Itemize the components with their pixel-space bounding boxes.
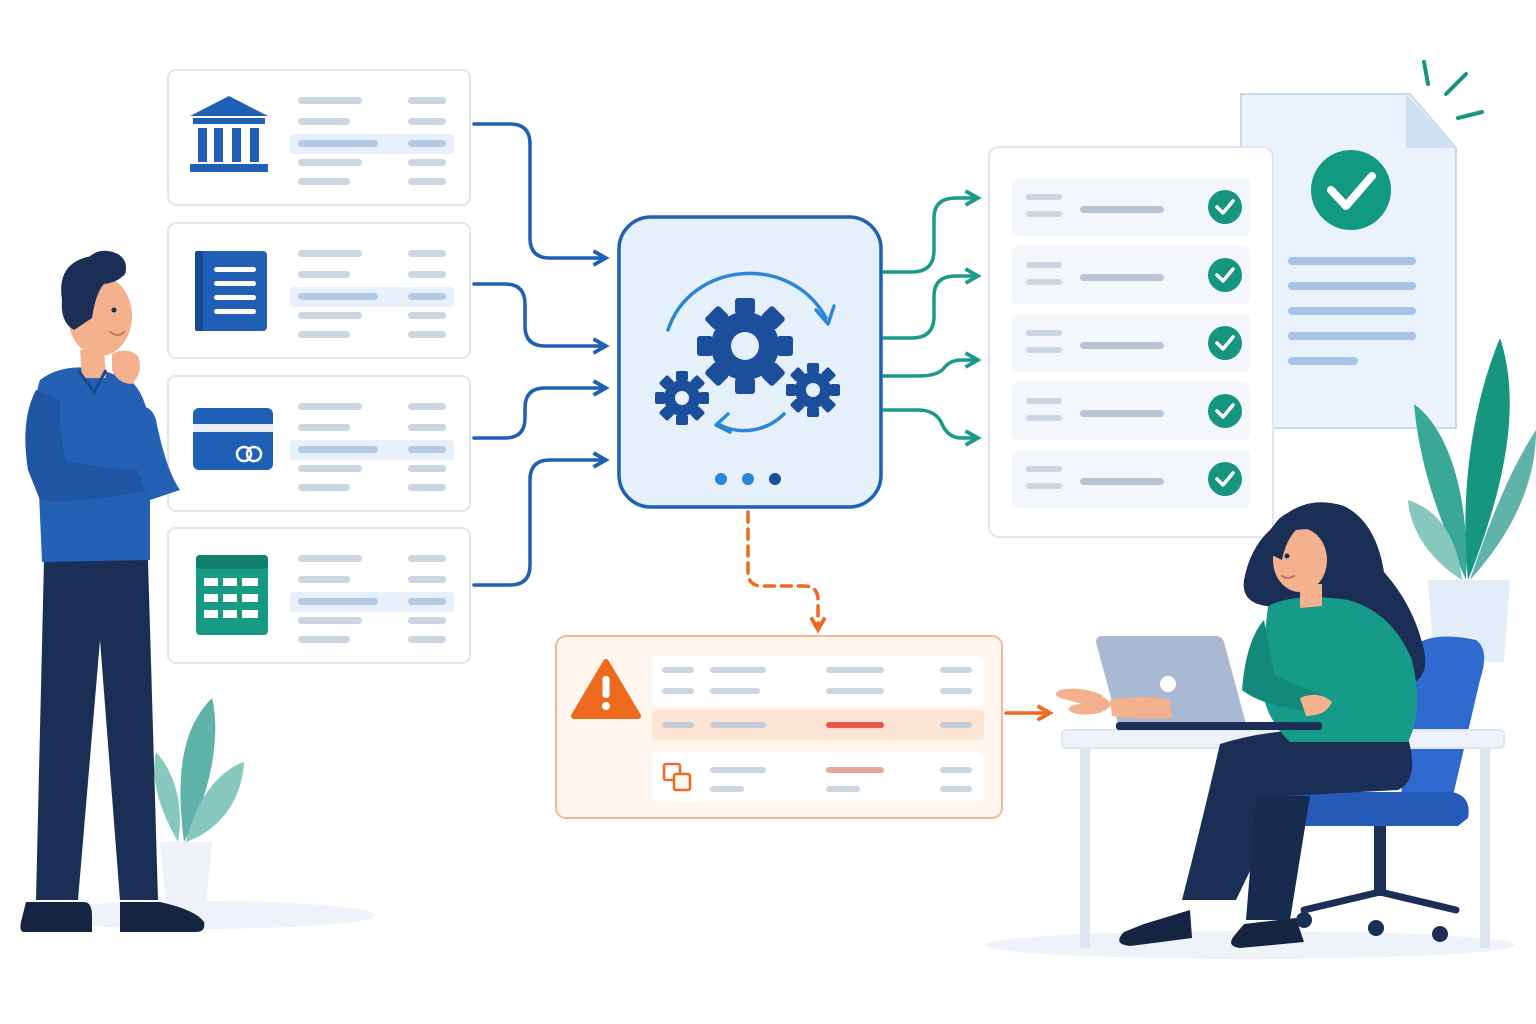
source-panel-credit-card <box>167 375 471 512</box>
exception-row <box>652 656 984 706</box>
sparkle-lines <box>1422 60 1484 120</box>
connector-spreadsheet <box>472 460 604 587</box>
record-lines <box>290 555 454 643</box>
gears-sync-icon <box>655 271 840 434</box>
check-circle-icon <box>1311 150 1391 230</box>
result-row <box>1012 314 1250 372</box>
check-circle-icon <box>1208 258 1242 292</box>
warning-icon <box>571 659 641 719</box>
connector-document <box>472 282 604 346</box>
check-circle-icon <box>1208 190 1242 224</box>
person-analyst <box>20 250 205 932</box>
document-icon <box>195 251 267 331</box>
source-panel-bank <box>167 69 471 206</box>
check-circle-icon <box>1208 326 1242 360</box>
exceptions-panel <box>555 635 1003 819</box>
report-lines <box>1288 257 1416 365</box>
connector-bank <box>472 122 604 258</box>
connector-card <box>472 388 604 440</box>
duplicate-icon <box>662 762 692 792</box>
chair-seat <box>1288 792 1469 826</box>
exception-row-highlighted <box>652 710 984 740</box>
processing-engine <box>617 215 883 509</box>
report-document <box>1240 60 1484 429</box>
workstation <box>1056 502 1505 948</box>
chair-back <box>1398 636 1485 820</box>
output-connectors <box>882 198 976 438</box>
plant-left <box>154 698 244 902</box>
result-row <box>1012 450 1250 508</box>
source-panel-spreadsheet <box>167 527 471 664</box>
spreadsheet-icon <box>196 555 268 635</box>
result-row <box>1012 178 1250 236</box>
record-lines <box>290 250 454 338</box>
record-lines <box>290 97 454 185</box>
check-circle-icon <box>1208 394 1242 428</box>
source-panels <box>167 69 471 664</box>
result-row <box>1012 246 1250 304</box>
bank-icon <box>190 96 268 172</box>
result-row <box>1012 382 1250 440</box>
record-lines <box>290 403 454 491</box>
input-connectors <box>472 122 604 587</box>
gear-icon <box>655 371 709 425</box>
progress-dots <box>715 473 781 485</box>
matched-results-panel <box>988 146 1274 538</box>
exception-connector <box>746 510 818 628</box>
credit-card-icon <box>193 408 273 470</box>
ground-shadow-left <box>25 901 375 929</box>
source-panel-document <box>167 222 471 359</box>
exception-row <box>652 752 984 802</box>
check-circle-icon <box>1208 462 1242 496</box>
